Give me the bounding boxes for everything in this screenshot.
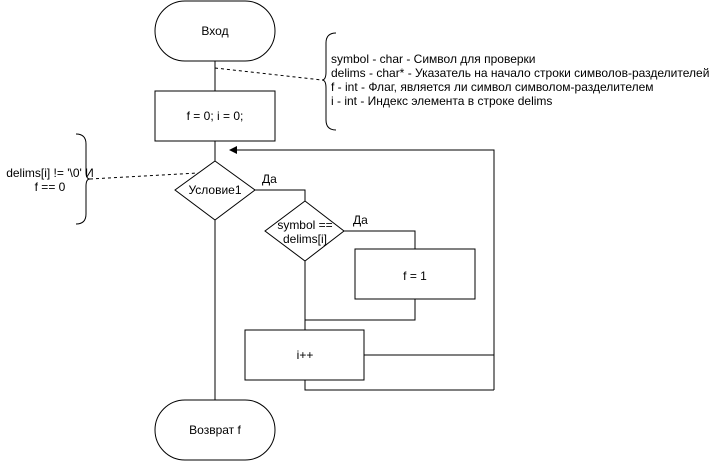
end-label: Возврат f	[189, 423, 241, 437]
increment-process	[244, 329, 365, 381]
start-terminator	[154, 0, 276, 62]
set-flag-process	[354, 248, 476, 300]
condition-connector	[89, 172, 199, 180]
edge-check-yes	[344, 230, 416, 249]
check-yes-label: Да	[353, 213, 368, 227]
increment-label: i++	[297, 348, 314, 362]
init-process	[154, 90, 276, 142]
edge-condition-yes	[255, 189, 306, 201]
variable-symbol: symbol - char - Символ для проверки	[331, 52, 536, 66]
variables-annotation: symbol - char - Символ для проверки deli…	[331, 52, 709, 108]
variables-bracket	[321, 32, 337, 131]
edge-setflag-merge	[305, 299, 416, 321]
condition-annotation: delims[i] != '\0' И f == 0	[4, 166, 96, 194]
edge-loop-back	[229, 146, 495, 390]
variable-delims: delims - char* - Указатель на начало стр…	[331, 66, 710, 80]
variable-f: f - int - Флаг, является ли символ симво…	[331, 80, 654, 94]
init-label: f = 0; i = 0;	[187, 109, 244, 123]
condition-label: Условие1	[188, 183, 241, 197]
end-terminator	[154, 399, 276, 461]
condition-text-line1: delims[i] != '\0' И	[6, 166, 94, 180]
start-label: Вход	[201, 24, 228, 38]
check-label-line1: symbol ==	[277, 218, 332, 232]
condition-text-line2: f == 0	[34, 180, 66, 194]
edge-increment-back	[304, 380, 494, 391]
set-flag-label: f = 1	[403, 269, 427, 283]
variables-connector	[214, 67, 323, 81]
check-label-line2: delims[i]	[283, 232, 327, 246]
condition-yes-label: Да	[262, 172, 277, 186]
check-decision	[264, 200, 345, 262]
condition-decision	[174, 160, 256, 221]
variable-i: i - int - Индекс элемента в строке delim…	[331, 94, 553, 108]
